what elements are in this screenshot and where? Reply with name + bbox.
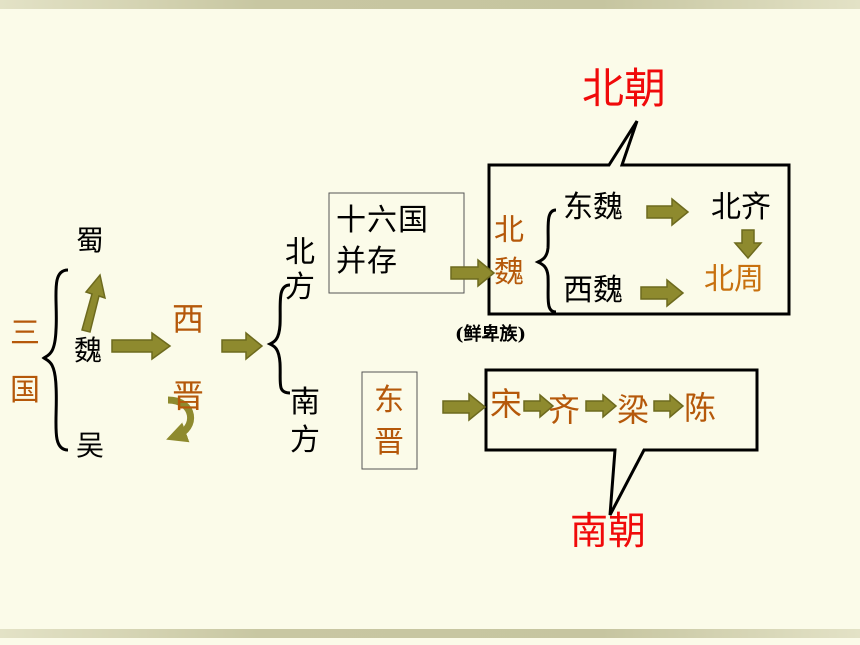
arrow-shiliuguo-to-beiwei	[450, 258, 496, 288]
arrow-curved-xijin	[166, 396, 195, 443]
label-xianbei: (鲜卑族)	[455, 324, 527, 345]
san-guo-brace	[41, 268, 69, 452]
arrow-beiqi-to-beizhou	[733, 229, 763, 260]
arrow-wei-to-shu	[81, 273, 107, 333]
label-shu: 蜀	[76, 224, 105, 257]
label-bei-chao: 北朝	[582, 64, 667, 113]
arrow-wei-to-xijin	[111, 331, 172, 361]
label-bei-zhou: 北周	[704, 262, 764, 297]
label-xi-jin: 西晋	[172, 281, 206, 435]
shi-liu-guo-text: 十六国并存	[336, 203, 429, 279]
arrow-dongwei-to-beiqi	[646, 197, 690, 227]
label-song: 宋	[490, 385, 523, 423]
label-bei-wei: 北魏	[494, 210, 526, 294]
xi-jin-text: 西晋	[172, 300, 205, 415]
nan-bei-brace	[266, 283, 291, 395]
dong-jin-box	[361, 371, 418, 470]
san-guo-text: 三国	[10, 316, 40, 408]
arrow-qi-to-liang	[585, 393, 618, 419]
label-nan-fang: 南方	[290, 384, 322, 459]
arrow-dongjin-to-song	[442, 392, 487, 422]
bei-wei-brace	[534, 208, 557, 314]
label-wei: 魏	[74, 334, 103, 367]
label-san-guo: 三国	[10, 305, 42, 419]
top-band	[0, 0, 860, 9]
label-wu: 吴	[76, 429, 105, 462]
nan-chao-callout	[484, 368, 759, 516]
label-dong-jin: 东晋	[374, 380, 406, 464]
label-xi-wei: 西魏	[563, 273, 623, 308]
label-chen: 陈	[684, 389, 717, 427]
bei-fang-text: 北方	[285, 235, 315, 305]
arrow-xiwei-to-beizhou	[640, 278, 685, 308]
bottom-band	[0, 629, 860, 638]
arrow-liang-to-chen	[653, 393, 685, 419]
label-qi: 齐	[548, 391, 581, 429]
label-liang: 梁	[617, 391, 650, 429]
arrow-xijin-to-fang	[221, 331, 264, 361]
dong-jin-text: 东晋	[374, 383, 404, 460]
label-bei-fang: 北方	[285, 235, 317, 305]
shi-liu-guo-box	[328, 192, 465, 294]
nan-fang-text: 南方	[290, 385, 320, 458]
label-dong-wei: 东魏	[563, 190, 623, 225]
label-shi-liu-guo: 十六国并存	[336, 201, 456, 282]
label-bei-qi: 北齐	[711, 190, 771, 225]
label-nan-chao: 南朝	[570, 509, 647, 553]
bei-chao-callout	[487, 120, 791, 316]
arrow-song-to-qi	[523, 393, 555, 419]
bei-wei-text: 北魏	[494, 213, 524, 290]
